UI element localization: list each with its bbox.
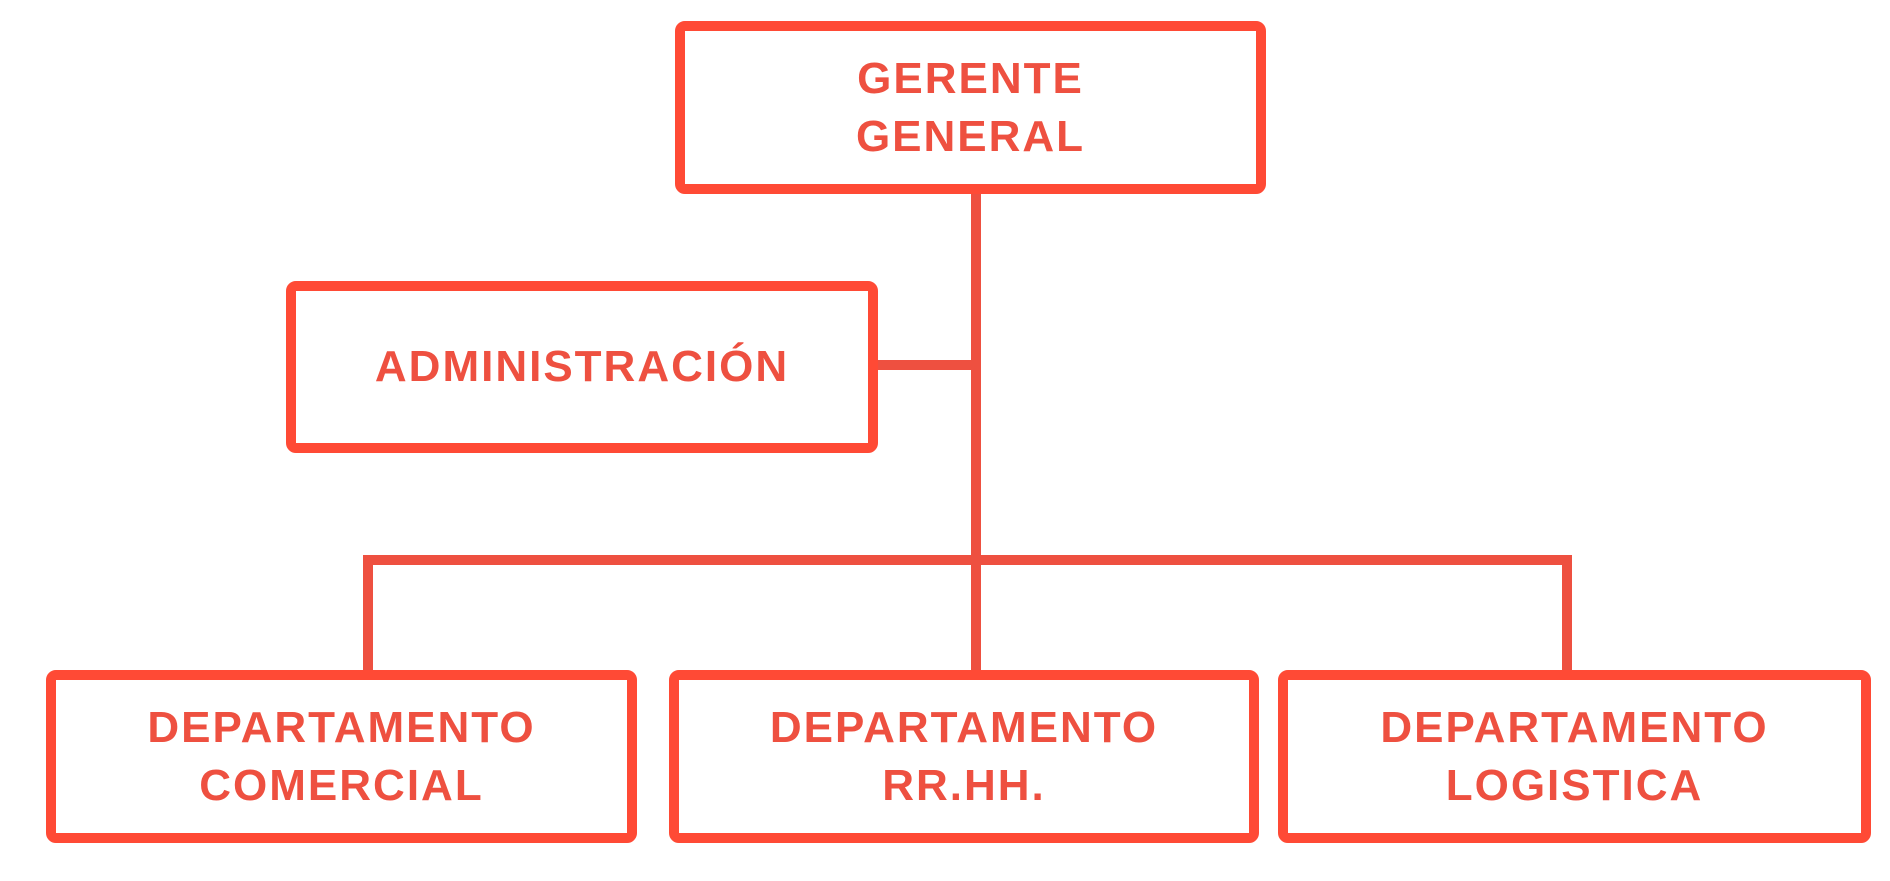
- branch-connector: [363, 555, 1572, 565]
- node-label: GERENTE: [857, 54, 1084, 104]
- node-departamento-comercial: DEPARTAMENTO COMERCIAL: [46, 670, 637, 843]
- node-departamento-logistica: DEPARTAMENTO LOGISTICA: [1278, 670, 1871, 843]
- node-label: LOGISTICA: [1445, 760, 1704, 810]
- node-label: DEPARTAMENTO: [1380, 703, 1769, 753]
- admin-connector: [876, 360, 976, 370]
- node-label: GENERAL: [855, 111, 1086, 161]
- node-label: RR.HH.: [882, 760, 1046, 810]
- node-label: ADMINISTRACIÓN: [374, 342, 790, 392]
- node-label: DEPARTAMENTO: [769, 703, 1159, 753]
- node-gerente-general: GERENTE GENERAL: [675, 21, 1266, 194]
- node-label: COMERCIAL: [199, 760, 484, 810]
- node-label: DEPARTAMENTO: [147, 703, 536, 753]
- node-departamento-rrhh: DEPARTAMENTO RR.HH.: [669, 670, 1259, 843]
- node-administracion: ADMINISTRACIÓN: [286, 281, 878, 453]
- trunk-connector: [971, 190, 981, 672]
- comercial-connector: [363, 555, 373, 672]
- logistica-connector: [1562, 555, 1572, 672]
